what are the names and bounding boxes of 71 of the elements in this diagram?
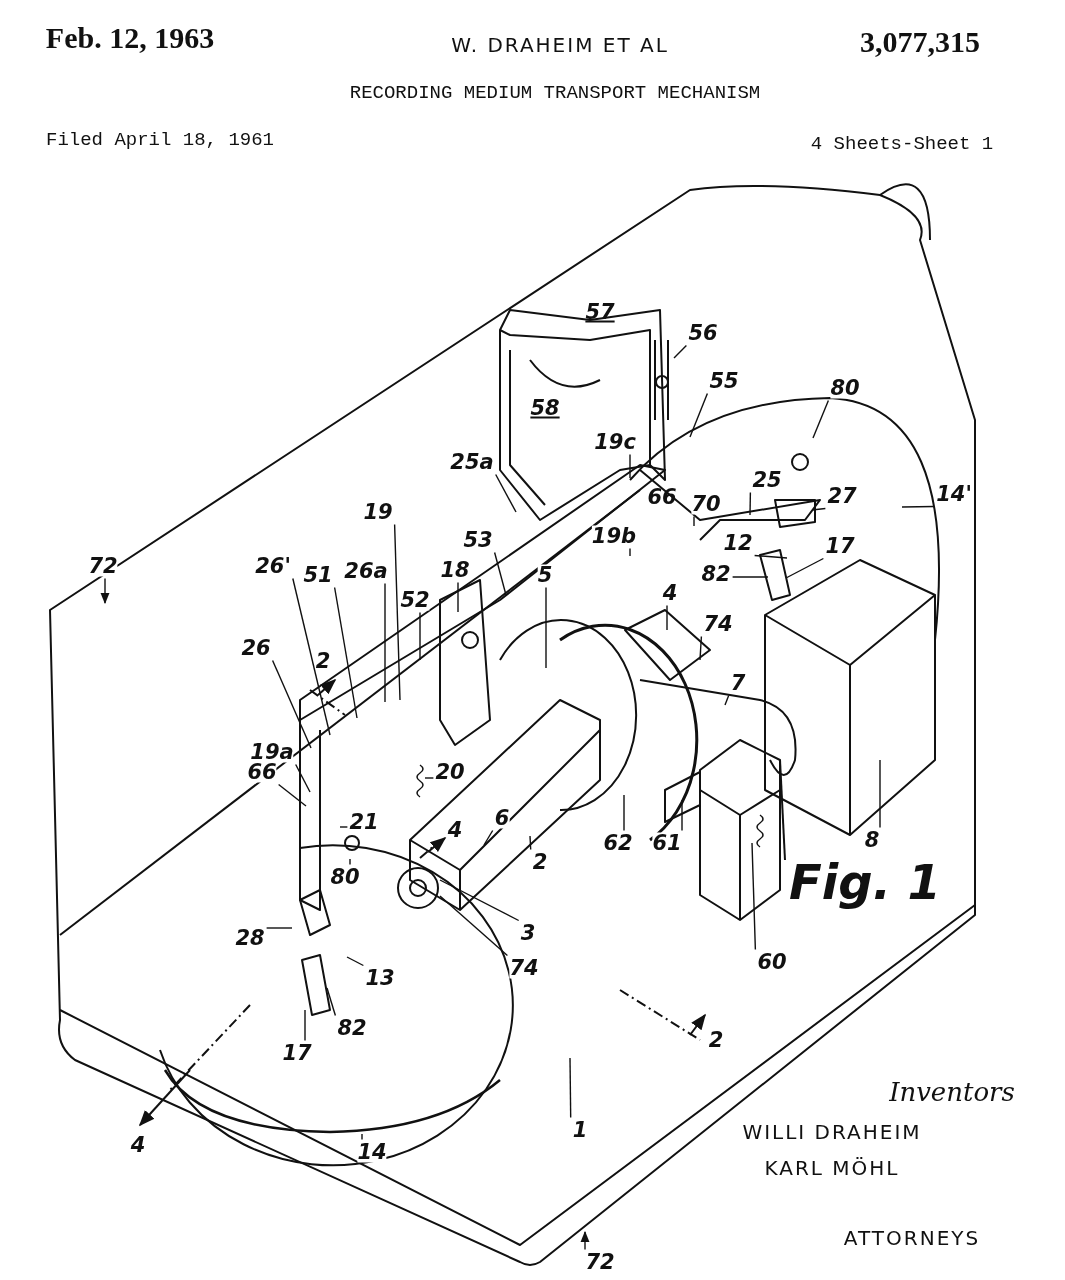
callout-number: 80 [830,377,860,399]
leader-line [265,927,293,929]
leader-line [326,987,337,1017]
leader-line [393,523,401,701]
leader-line [901,505,935,508]
leader-line [785,557,825,579]
leader-line [751,842,757,951]
leader-line [339,826,349,828]
leader-line [529,835,532,851]
leader-line [483,829,494,846]
leader-line [304,1009,306,1042]
callout-number: 58 [530,397,560,419]
leader-line [569,1057,572,1119]
leader-line [349,858,351,866]
signature-text: ATTORNEYS [843,1228,981,1248]
leader-line [673,344,688,359]
callout-number: 74 [509,957,539,979]
leader-line [439,879,520,922]
callout-number: 66 [247,761,277,783]
leader-line [666,604,668,631]
leader-line [681,799,683,832]
signature-text: KARL MÖHL [764,1158,900,1178]
leader-line [439,895,509,957]
callout-number: 14 [357,1141,387,1163]
leader-line [295,763,311,793]
leader-line [424,777,435,779]
signature-text: WILLI DRAHEIM [742,1122,922,1142]
callout-number: 72 [88,555,118,577]
leader-line [879,759,881,829]
leader-line [292,577,331,736]
leader-line [545,586,547,669]
leader-line [629,453,631,479]
leader-line [731,576,769,578]
header-text: Feb. 12, 1963 [45,23,215,53]
leader-line [457,581,459,613]
leader-line [495,473,517,513]
callout-number: 57 [585,301,615,323]
leader-line [693,515,695,527]
arrow [100,577,110,605]
leader-line [419,611,421,661]
leader-line [811,507,827,511]
callout-number: 19a [250,741,294,763]
header-text: W. DRAHEIM ET AL [451,35,669,55]
callout-number: 6 [494,807,510,829]
leader-line [493,551,507,596]
leader-line [629,547,631,557]
signature-text: Inventors [889,1079,1015,1105]
leader-line [271,659,312,749]
header-text: Filed April 18, 1961 [46,130,274,150]
callout-number: 2 [315,650,331,672]
header-text: 4 Sheets-Sheet 1 [810,134,994,154]
arrow [580,1230,590,1251]
patent-title: RECORDING MEDIUM TRANSPORT MECHANISM [349,83,761,103]
callout-number: 70 [691,493,721,515]
leader-line [384,582,386,703]
leader-line [361,1133,363,1141]
callout-number: 52 [400,589,430,611]
leader-line [699,635,703,661]
callout-number: 4 [130,1134,146,1156]
leader-line [753,554,788,559]
leader-line [689,392,709,438]
callout-number: 2 [708,1029,724,1051]
callout-number: 4 [447,819,463,841]
leader-line [749,491,752,516]
leader-line [623,794,625,832]
leader-line [812,399,830,439]
header-text: 3,077,315 [860,27,980,57]
leader-line [333,586,358,719]
leader-line [277,783,307,807]
leader-line [346,956,365,967]
leader-line [724,694,730,706]
